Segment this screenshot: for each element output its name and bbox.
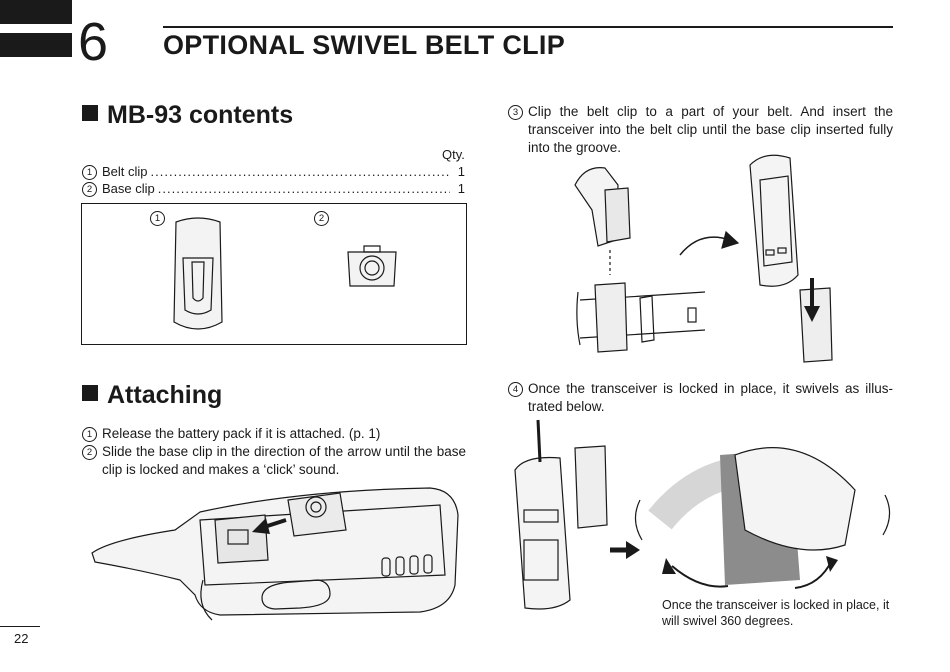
list-item: 2 Base clip .............................… [82,180,465,197]
item-label: Belt clip [102,164,148,179]
qty-label: Qty. [442,147,465,162]
step-3: 3 Clip the belt clip to a part of your b… [508,103,893,157]
contents-heading: MB-93 contents [82,101,293,130]
list-item: 1 Belt clip .............................… [82,163,465,180]
item-number: 2 [82,182,97,197]
attaching-heading-text: Attaching [107,381,223,409]
item-qty: 1 [457,164,465,179]
step-number: 3 [508,105,523,120]
header-bar-top [0,0,72,24]
square-bullet-icon [82,105,98,121]
header-rule [163,26,893,28]
step-text: Release the battery pack if it is attach… [102,426,381,441]
step-number: 4 [508,382,523,397]
dot-leader: ........................................… [150,164,450,179]
step-number: 2 [82,445,97,460]
chapter-number: 6 [78,12,109,72]
step-4: 4 Once the transceiver is locked in plac… [508,380,893,416]
step-2: 2 Slide the base clip in the direction o… [82,443,466,479]
figure-label-base-clip: 2 [314,211,329,226]
contents-list: 1 Belt clip .............................… [82,163,465,197]
item-qty: 1 [457,181,465,196]
item-number: 1 [82,165,97,180]
chapter-title: OPTIONAL SWIVEL BELT CLIP [163,30,566,60]
dot-leader: ........................................… [157,181,450,196]
step-1: 1 Release the battery pack if it is atta… [82,425,466,443]
step-text: Clip the belt clip to a part of your bel… [528,104,893,155]
item-label: Base clip [102,181,155,196]
figure-label-belt-clip: 1 [150,211,165,226]
contents-figure-box [81,203,467,345]
step-text: Slide the base clip in the direction of … [102,444,466,477]
page-number-rule [0,626,40,627]
swivel-caption: Once the transceiver is locked in place,… [662,598,890,628]
step-number: 1 [82,427,97,442]
square-bullet-icon [82,385,98,401]
page-number: 22 [14,631,29,646]
contents-heading-text: MB-93 contents [107,101,294,129]
header-bar-bottom [0,33,72,57]
step-text: Once the transceiver is locked in place,… [528,381,893,414]
attaching-heading: Attaching [82,381,222,410]
